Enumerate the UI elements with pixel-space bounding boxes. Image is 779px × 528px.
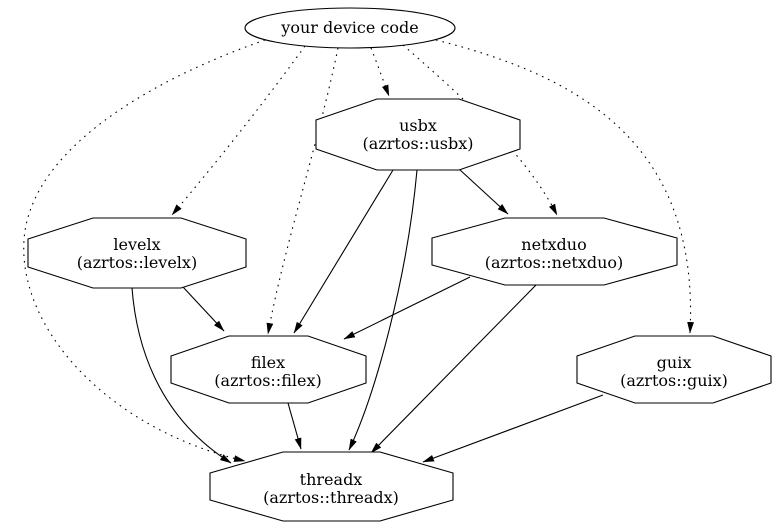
octagon-shape	[576, 335, 772, 404]
edge-levelx-to-threadx	[131, 287, 232, 464]
node-label: your device code	[280, 18, 418, 37]
node-sublabel: (azrtos::netxduo)	[485, 253, 624, 272]
edge-group-solid	[131, 168, 604, 464]
octagon-shape	[27, 217, 247, 289]
node-label: netxduo	[521, 235, 586, 254]
node-usbx: usbx (azrtos::usbx)	[315, 98, 521, 171]
node-label: levelx	[113, 235, 160, 254]
node-sublabel: (azrtos::levelx)	[77, 253, 197, 272]
edge-guix-to-threadx	[422, 394, 604, 463]
node-sublabel: (azrtos::usbx)	[363, 134, 474, 153]
edge-device-to-usbx	[370, 47, 390, 97]
node-levelx: levelx (azrtos::levelx)	[27, 217, 247, 289]
edge-usbx-to-threadx	[348, 169, 418, 451]
edge-usbx-to-netxduo	[458, 168, 509, 215]
octagon-shape	[209, 451, 454, 522]
ellipse-shape	[244, 7, 456, 49]
edge-levelx-to-filex	[182, 286, 225, 332]
node-your-device-code: your device code	[244, 7, 456, 49]
node-label: filex	[251, 353, 285, 372]
node-sublabel: (azrtos::threadx)	[263, 488, 399, 507]
edge-device-to-filex	[266, 47, 339, 335]
node-label: usbx	[399, 116, 437, 135]
node-netxduo: netxduo (azrtos::netxduo)	[431, 217, 678, 286]
octagon-shape	[315, 98, 521, 171]
octagon-shape	[431, 217, 678, 286]
node-filex: filex (azrtos::filex)	[170, 335, 367, 404]
edge-device-to-guix	[435, 39, 694, 334]
octagon-shape	[170, 335, 367, 404]
edge-group-dotted	[23, 39, 694, 462]
edge-filex-to-threadx	[287, 402, 302, 450]
edge-device-to-levelx	[171, 45, 306, 216]
node-threadx: threadx (azrtos::threadx)	[209, 451, 454, 522]
edge-netxduo-to-filex	[343, 276, 471, 340]
node-sublabel: (azrtos::guix)	[620, 371, 728, 390]
node-sublabel: (azrtos::filex)	[214, 371, 321, 390]
node-label: guix	[657, 353, 692, 372]
edge-device-to-threadx	[23, 39, 266, 462]
edge-usbx-to-filex	[293, 169, 394, 334]
node-label: threadx	[300, 470, 363, 489]
node-guix: guix (azrtos::guix)	[576, 335, 772, 404]
edge-netxduo-to-threadx	[370, 284, 537, 454]
